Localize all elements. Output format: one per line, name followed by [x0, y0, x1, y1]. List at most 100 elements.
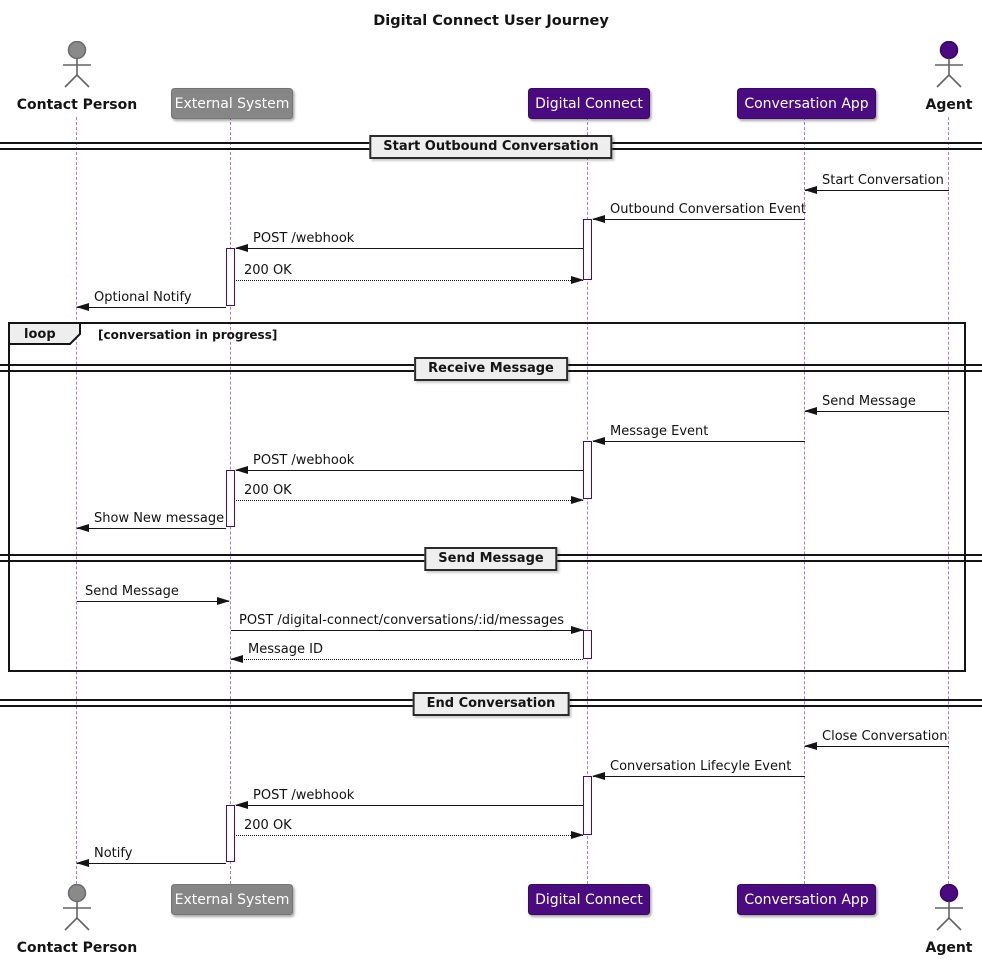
arrowhead-icon: [571, 276, 584, 284]
message-conversation-lifecyle-event: Conversation Lifecyle Event: [592, 759, 805, 780]
loop-keyword: loop: [24, 327, 56, 342]
lifeline-contact-person: [76, 117, 77, 884]
message-label: Message ID: [248, 642, 323, 657]
actor-label-contact-person-top: Contact Person: [16, 97, 138, 113]
divider-label: Receive Message: [414, 357, 568, 381]
arrowhead-icon: [76, 303, 89, 311]
message-label: 200 OK: [244, 263, 292, 278]
message-label: POST /webhook: [253, 231, 355, 246]
message-label: POST /digital-connect/conversations/:id/…: [239, 613, 565, 628]
message-message-id: Message ID: [230, 642, 583, 663]
divider-label: Send Message: [424, 547, 558, 571]
divider-send-message: Send Message: [0, 547, 982, 571]
arrowhead-icon: [76, 524, 89, 532]
arrowhead-icon: [235, 466, 248, 474]
participant-label: Digital Connect: [535, 891, 643, 908]
arrowhead-icon: [592, 772, 605, 780]
message-label: POST /webhook: [253, 788, 355, 803]
activation-digital-connect-2: [583, 441, 592, 499]
divider-receive-message: Receive Message: [0, 357, 982, 381]
message-message-event: Message Event: [592, 424, 805, 445]
message-label: Outbound Conversation Event: [610, 202, 806, 217]
divider-start-outbound-conversation: Start Outbound Conversation: [0, 135, 982, 159]
activation-digital-connect-1: [583, 219, 592, 280]
loop-pentagon-icon: [8, 322, 81, 345]
message-label: Message Event: [610, 424, 709, 439]
arrowhead-icon: [804, 186, 817, 194]
lifeline-conversation-app: [804, 117, 805, 884]
actor-label-agent-top: Agent: [925, 97, 973, 113]
actor-contact-person-bottom: [55, 883, 99, 931]
message-label: Send Message: [822, 394, 916, 409]
divider-end-conversation: End Conversation: [0, 692, 982, 716]
arrowhead-icon: [804, 742, 817, 750]
lifeline-agent: [948, 117, 949, 884]
participant-label: Conversation App: [744, 891, 869, 908]
participant-conversation-app-bottom: Conversation App: [737, 884, 876, 915]
arrowhead-icon: [804, 407, 817, 415]
actor-figure-icon: [63, 40, 91, 88]
message-show-new-message: Show New message: [76, 511, 226, 532]
message-200-ok-3: 200 OK: [236, 818, 584, 839]
participant-conversation-app-top: Conversation App: [737, 88, 876, 119]
message-label: Notify: [94, 846, 133, 861]
message-send-message-agent: Send Message: [804, 394, 949, 415]
message-post-webhook-3: POST /webhook: [235, 788, 583, 809]
activation-digital-connect-4: [583, 776, 592, 835]
actor-contact-person-top: [55, 40, 99, 88]
divider-label: End Conversation: [412, 692, 570, 716]
participant-digital-connect-bottom: Digital Connect: [528, 884, 650, 915]
actor-label-contact-person-bottom: Contact Person: [16, 940, 138, 956]
message-optional-notify: Optional Notify: [76, 290, 226, 311]
message-label: 200 OK: [244, 818, 292, 833]
arrowhead-icon: [571, 626, 584, 634]
message-label: POST /webhook: [253, 453, 355, 468]
message-label: Show New message: [94, 511, 225, 526]
message-notify: Notify: [76, 846, 226, 867]
actor-agent-bottom: [927, 883, 971, 931]
participant-external-system-bottom: External System: [171, 884, 293, 915]
participant-label: Conversation App: [744, 95, 869, 112]
participant-label: External System: [174, 95, 290, 112]
activation-external-system-2: [226, 470, 235, 527]
actor-agent-top: [927, 40, 971, 88]
arrowhead-icon: [217, 597, 230, 605]
lifeline-digital-connect: [587, 117, 588, 884]
message-post-webhook-2: POST /webhook: [235, 453, 583, 474]
activation-external-system-1: [226, 248, 235, 306]
message-send-message-contact: Send Message: [77, 584, 230, 605]
message-post-webhook-1: POST /webhook: [235, 231, 583, 252]
participant-external-system-top: External System: [171, 88, 293, 119]
actor-label-agent-bottom: Agent: [925, 940, 973, 956]
message-post-dc-conversations: POST /digital-connect/conversations/:id/…: [231, 613, 584, 634]
participant-label: Digital Connect: [535, 95, 643, 112]
arrowhead-icon: [235, 244, 248, 252]
divider-label: Start Outbound Conversation: [369, 135, 613, 159]
arrowhead-icon: [235, 801, 248, 809]
message-label: Optional Notify: [94, 290, 192, 305]
actor-figure-icon: [63, 883, 91, 931]
message-outbound-conversation-event: Outbound Conversation Event: [592, 202, 806, 223]
arrowhead-icon: [592, 437, 605, 445]
message-label: Conversation Lifecyle Event: [610, 759, 792, 774]
loop-guard: [conversation in progress]: [98, 328, 278, 342]
participant-digital-connect-top: Digital Connect: [528, 88, 650, 119]
arrowhead-icon: [592, 215, 605, 223]
activation-external-system-3: [226, 805, 235, 862]
actor-figure-icon: [935, 40, 963, 88]
arrowhead-icon: [76, 859, 89, 867]
arrowhead-icon: [571, 496, 584, 504]
message-label: Start Conversation: [822, 173, 944, 188]
activation-digital-connect-3: [583, 630, 592, 659]
message-label: 200 OK: [244, 483, 292, 498]
message-start-conversation: Start Conversation: [804, 173, 949, 194]
message-label: Close Conversation: [822, 729, 948, 744]
loop-frame: loop [conversation in progress]: [8, 322, 966, 672]
message-close-conversation: Close Conversation: [804, 729, 949, 750]
diagram-title: Digital Connect User Journey: [373, 13, 609, 29]
message-label: Send Message: [85, 584, 179, 599]
message-200-ok-2: 200 OK: [236, 483, 584, 504]
actor-figure-icon: [935, 883, 963, 931]
arrowhead-icon: [571, 831, 584, 839]
